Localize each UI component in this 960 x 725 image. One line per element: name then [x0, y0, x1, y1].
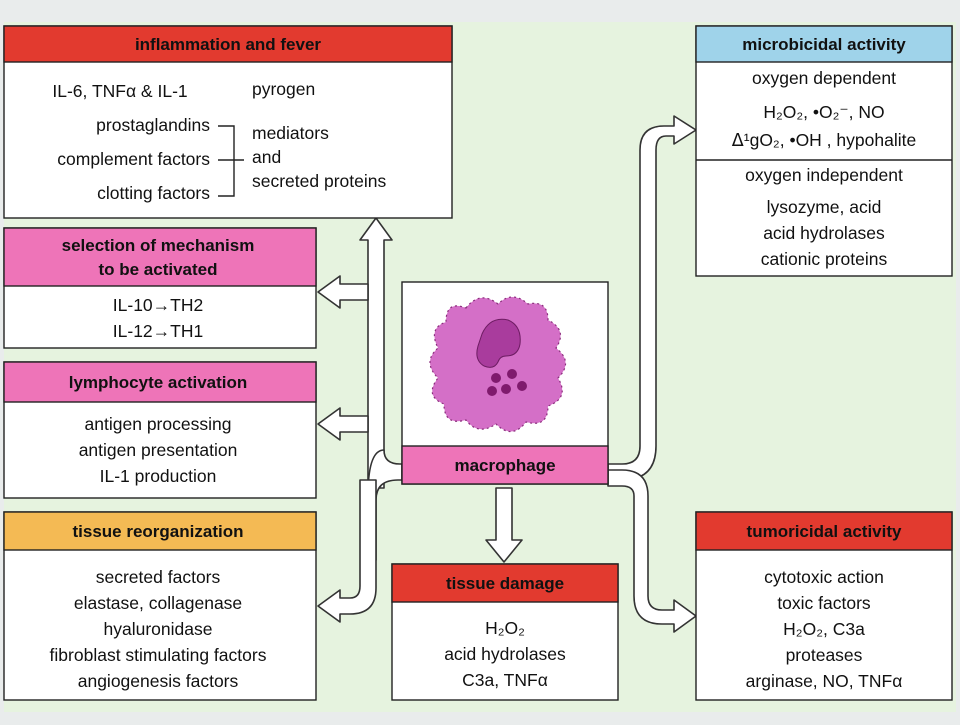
arrow-to-tumoricidal [607, 469, 697, 633]
selection-line: IL-10→TH2 [113, 295, 203, 315]
inflammation-left-item: prostaglandins [96, 115, 210, 135]
inflammation-left-item: clotting factors [97, 183, 210, 203]
selection-title: selection of mechanism [62, 236, 255, 255]
microbicidal-oxygen-independent: oxygen independent [745, 165, 903, 185]
macrophage-label: macrophage [454, 456, 555, 475]
tissue-reorg-line: angiogenesis factors [78, 671, 239, 691]
box-tissue-reorg: tissue reorganization secreted factors e… [3, 511, 317, 701]
macrophage-label-band [401, 445, 609, 485]
inflammation-row1-left: IL-6, TNFα & IL-1 [52, 81, 187, 101]
arrow-to-selection [317, 275, 369, 309]
microbicidal-oxygen-dependent: oxygen dependent [752, 68, 896, 88]
box-microbicidal: microbicidal activity oxygen dependent H… [695, 25, 953, 277]
inflammation-right-item: mediators [252, 123, 329, 143]
box-tumoricidal: tumoricidal activity cytotoxic action to… [695, 511, 953, 701]
arrow-to-microbicidal [607, 115, 697, 481]
box-tissue-damage: tissue damage H₂O₂ acid hydrolases C3a, … [391, 563, 619, 701]
microbicidal-dep-line: H₂O₂, •O₂⁻, NO [763, 102, 884, 122]
inflammation-bracket [218, 125, 244, 197]
selection-header [3, 227, 317, 287]
lymphocyte-title: lymphocyte activation [69, 373, 248, 392]
inflammation-right-item: secreted proteins [252, 171, 386, 191]
tumoricidal-line: cytotoxic action [764, 567, 884, 587]
tumoricidal-line: arginase, NO, TNFα [746, 671, 903, 691]
inflammation-header [3, 25, 453, 63]
arrow-to-tissue-damage [485, 487, 523, 563]
microbicidal-header [695, 25, 953, 63]
selection-title: to be activated [98, 260, 217, 279]
microbicidal-title: microbicidal activity [742, 35, 906, 54]
lymphocyte-line: antigen processing [85, 414, 232, 434]
box-inflammation: inflammation and fever IL-6, TNFα & IL-1… [3, 25, 453, 219]
lymphocyte-line: antigen presentation [79, 440, 238, 460]
microbicidal-indep-line: lysozyme, acid [767, 197, 882, 217]
box-macrophage: macrophage [401, 281, 609, 485]
tumoricidal-title: tumoricidal activity [747, 522, 902, 541]
inflammation-left-item: complement factors [57, 149, 210, 169]
tissue-reorg-line: secreted factors [96, 567, 221, 587]
tissue-damage-header [391, 563, 619, 603]
tissue-damage-line: acid hydrolases [444, 644, 566, 664]
box-lymphocyte: lymphocyte activation antigen processing… [3, 361, 317, 499]
inflammation-row1-right: pyrogen [252, 79, 315, 99]
tissue-reorg-header [3, 511, 317, 551]
macrophage-nucleus [476, 318, 521, 368]
tissue-damage-title: tissue damage [446, 574, 564, 593]
tumoricidal-header [695, 511, 953, 551]
macrophage-cell-body [429, 296, 567, 433]
tumoricidal-line: H₂O₂, C3a [783, 619, 865, 639]
selection-line: IL-12→TH1 [113, 321, 203, 341]
tissue-reorg-line: hyaluronidase [104, 619, 213, 639]
tissue-damage-line: H₂O₂ [485, 618, 525, 638]
macrophage-granules [487, 369, 527, 396]
arrow-to-lymphocyte [317, 407, 369, 441]
microbicidal-dep-line: ᐃ¹gO₂, •OH , hypohalite [732, 130, 916, 150]
arrow-mac-left [367, 449, 403, 561]
tissue-damage-line: C3a, TNFα [462, 670, 548, 690]
lymphocyte-header [3, 361, 317, 403]
tissue-reorg-title: tissue reorganization [73, 522, 244, 541]
box-selection: selection of mechanism to be activated I… [3, 227, 317, 349]
inflammation-title: inflammation and fever [135, 35, 321, 54]
tumoricidal-line: toxic factors [777, 593, 871, 613]
microbicidal-indep-line: acid hydrolases [763, 223, 885, 243]
tissue-reorg-line: fibroblast stimulating factors [50, 645, 267, 665]
microbicidal-indep-line: cationic proteins [761, 249, 888, 269]
inflammation-right-item: and [252, 147, 281, 167]
tumoricidal-line: proteases [786, 645, 863, 665]
connector-arrows [317, 115, 697, 633]
tissue-reorg-line: elastase, collagenase [74, 593, 242, 613]
lymphocyte-line: IL-1 production [100, 466, 217, 486]
arrow-to-tissue-reorg [317, 479, 377, 623]
